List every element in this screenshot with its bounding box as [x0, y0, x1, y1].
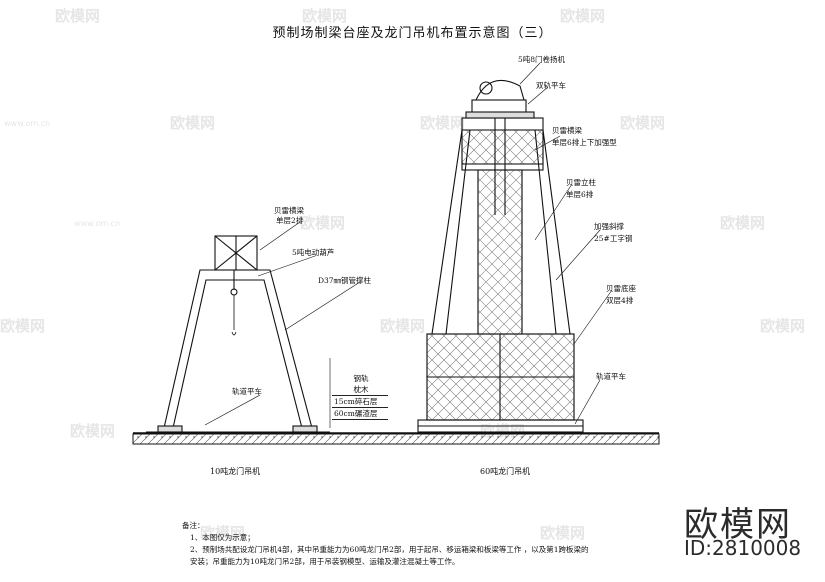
ground-foundation — [132, 432, 660, 445]
watermark: 欧模网 — [380, 317, 426, 335]
notes-heading: 备注： — [182, 521, 205, 530]
layer-item: 钢轨 — [353, 374, 369, 383]
caption-60t: 60吨龙门吊机 — [480, 467, 531, 476]
watermark: 欧模网 — [420, 114, 466, 132]
label-beam-left: 贝雷横梁 — [274, 206, 304, 215]
page-title: 预制场制梁台座及龙门吊机布置示意图（三） — [272, 26, 553, 41]
note-item: 2、预制场共配设龙门吊机4部，其中吊重能力为60吨龙门吊2部，用于起吊、移运箱梁… — [190, 545, 589, 554]
layer-item: 60cm碾渣层 — [332, 408, 388, 420]
watermark: 欧模网 — [560, 7, 606, 25]
label-rail-right: 轨道平车 — [596, 372, 626, 381]
watermark: 欧模网 — [620, 114, 666, 132]
gantry-10t — [146, 235, 330, 433]
gantry-60t — [417, 79, 584, 433]
label-base-spec: 双层4排 — [606, 296, 634, 305]
brand-logo: 欧模网 — [684, 505, 792, 545]
label-winch: 5吨8门卷扬机 — [518, 55, 566, 64]
watermark: 欧模网 — [760, 317, 806, 335]
watermark: 欧模网 — [720, 214, 766, 232]
brand-id: ID:2810008 — [684, 536, 802, 560]
watermark: 欧模网 — [55, 7, 101, 25]
label-base: 贝雷底座 — [606, 284, 636, 293]
watermark: 欧模网 — [302, 7, 348, 25]
watermark: 欧模网 — [200, 524, 246, 542]
watermark: 欧模网 — [170, 114, 216, 132]
watermark: 欧模网 — [70, 422, 116, 440]
label-beam-spec-right: 单层6排上下加强型 — [552, 138, 617, 147]
watermark: 欧模网 — [300, 214, 346, 232]
note-item: 1、本图仅为示意； — [190, 533, 255, 542]
label-rail-left: 轨道平车 — [232, 387, 262, 396]
watermark: 欧模网 — [540, 524, 586, 542]
layer-item: 枕木 — [332, 384, 388, 396]
leader-lines — [204, 62, 613, 428]
label-beam-spec-left: 单层2排 — [276, 216, 304, 225]
watermark: www.om.cn — [74, 219, 121, 228]
label-column-right: 贝雷立柱 — [566, 178, 596, 187]
note-item: 安装；吊重能力为10吨龙门吊2部，用于吊装钢模型、运输及灌注混凝土等工作。 — [190, 557, 460, 566]
layer-item: 15cm碎石层 — [332, 396, 388, 408]
label-hoist: 5吨电动葫芦 — [292, 248, 335, 257]
label-brace: 加强斜撑 — [594, 222, 624, 231]
label-beam-right: 贝雷横梁 — [552, 126, 582, 135]
label-column: D37㎜钢管撑柱 — [318, 276, 372, 285]
watermark: www.om.cn — [4, 119, 51, 128]
foundation-layer-list: 钢轨 枕木 15cm碎石层 60cm碾渣层 — [332, 373, 388, 420]
label-column-spec-right: 单层6排 — [566, 190, 594, 199]
label-brace-spec: 25#工字钢 — [594, 234, 633, 243]
notes-block: 备注： 1、本图仅为示意； 2、预制场共配设龙门吊机4部，其中吊重能力为60吨龙… — [182, 520, 589, 568]
label-trolley: 双轨平车 — [536, 81, 566, 90]
watermark: 欧模网 — [0, 317, 46, 335]
caption-10t: 10吨龙门吊机 — [210, 467, 261, 476]
